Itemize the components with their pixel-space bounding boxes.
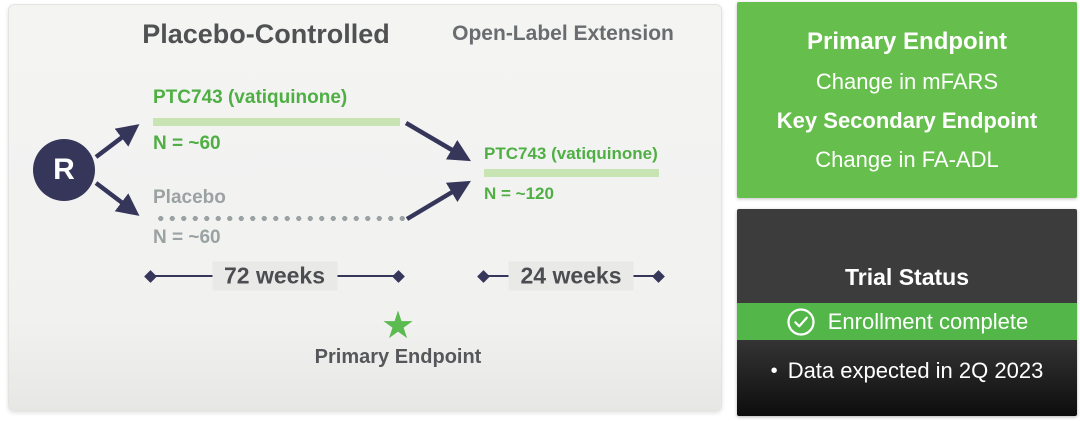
treatment-arm-n: N = ~60 <box>153 133 221 154</box>
status-note-text: Data expected in 2Q 2023 <box>787 358 1044 383</box>
extension-arm-label: PTC743 (vatiquinone) <box>484 144 658 163</box>
timeline-24-weeks: 24 weeks <box>477 261 665 291</box>
extension-arm-n: N = ~120 <box>484 184 554 203</box>
secondary-endpoint-value: Change in FA-ADL <box>815 146 999 172</box>
treatment-bar <box>153 118 400 126</box>
phase1-title: Placebo-Controlled <box>142 19 390 49</box>
diamond-icon <box>392 269 405 283</box>
star-icon: ★ <box>380 305 416 347</box>
enrollment-status-band: Enrollment complete <box>737 303 1077 340</box>
trial-status-panel: Trial Status Enrollment complete • Data … <box>737 209 1077 416</box>
timeline-24-label: 24 weeks <box>508 261 634 291</box>
placebo-arm-n: N = ~60 <box>153 227 221 248</box>
endpoints-panel: Primary Endpoint Change in mFARS Key Sec… <box>737 2 1077 198</box>
treatment-arm-label: PTC743 (vatiquinone) <box>153 87 348 108</box>
randomization-label: R <box>53 153 75 186</box>
bullet-icon: • <box>770 360 778 382</box>
trial-status-title: Trial Status <box>845 264 969 290</box>
status-note-row: • Data expected in 2Q 2023 <box>737 340 1077 416</box>
arrow-r-to-placebo <box>94 181 140 216</box>
arrow-placebo-to-extension <box>405 180 471 221</box>
check-circle-icon <box>787 307 815 336</box>
primary-endpoint-caption: Primary Endpoint <box>314 346 482 368</box>
timeline-72-weeks: 72 weeks <box>144 261 405 291</box>
placebo-arm-label: Placebo <box>153 187 226 208</box>
diamond-icon <box>477 269 490 283</box>
primary-endpoint-value: Change in mFARS <box>815 68 999 94</box>
diamond-icon <box>144 269 157 283</box>
phase2-title: Open-Label Extension <box>452 22 674 45</box>
secondary-endpoint-label: Key Secondary Endpoint <box>776 107 1038 133</box>
arrow-treatment-to-extension <box>404 121 471 162</box>
diamond-icon <box>652 269 665 283</box>
primary-endpoint-label: Primary Endpoint <box>806 27 1008 55</box>
placebo-dotted-line <box>153 214 405 221</box>
enrollment-status-text: Enrollment complete <box>827 308 1029 334</box>
trial-design-panel: Placebo-Controlled Open-Label Extension … <box>8 4 722 411</box>
timeline-72-label: 72 weeks <box>211 261 338 291</box>
randomization-circle: R <box>33 139 95 201</box>
arrow-r-to-treatment <box>94 124 140 159</box>
extension-bar <box>484 169 659 177</box>
